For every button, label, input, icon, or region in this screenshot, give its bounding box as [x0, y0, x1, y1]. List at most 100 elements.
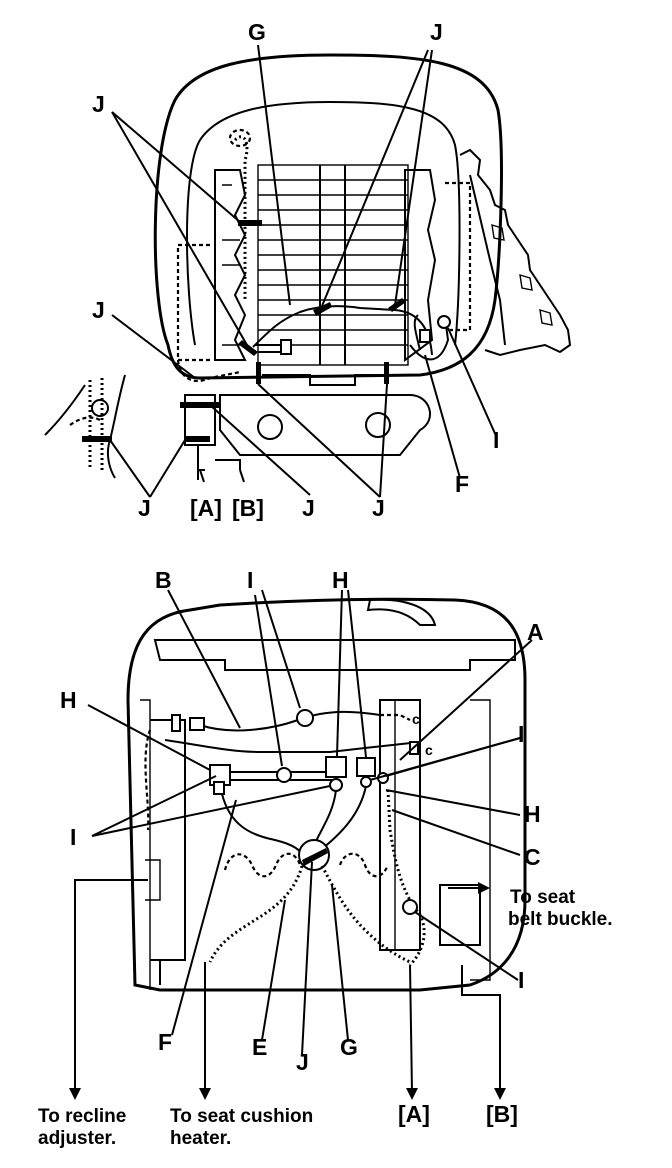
small-c-label: c — [412, 711, 420, 727]
seat-cushion-view: c c — [38, 567, 613, 1149]
lower-dashed-harness — [176, 359, 241, 383]
clips-J-top — [238, 220, 406, 384]
holder-H-right — [356, 757, 376, 777]
left-seat-rail — [150, 719, 186, 985]
right-rail-detail — [394, 699, 491, 981]
label-B: B — [155, 567, 172, 593]
harness-G — [252, 305, 433, 356]
connector-B-clip — [189, 717, 205, 731]
inset-detail-outline — [44, 374, 126, 479]
seat-back-bottom-bracket — [219, 394, 431, 456]
connector-right — [419, 329, 431, 343]
label-F: F — [158, 1029, 172, 1055]
arrow-recline — [69, 1088, 81, 1100]
left-dashed-path — [176, 243, 210, 362]
connector-B-label: [B] — [232, 495, 264, 521]
retainer-I — [296, 709, 314, 727]
harness-B — [199, 710, 381, 732]
label-J: J — [92, 297, 105, 323]
label-G: G — [248, 19, 266, 45]
connector-small — [280, 339, 292, 355]
label-A: A — [527, 619, 544, 645]
connector-A-label: [A] — [190, 495, 222, 521]
inset-clip-J — [82, 436, 112, 442]
label-C: C — [524, 844, 541, 870]
note-seat-belt-2: belt buckle. — [508, 909, 613, 930]
label-J: J — [296, 1049, 309, 1075]
cushion-front-panel — [153, 639, 516, 671]
inset-retainer — [91, 399, 109, 417]
wire-to-B — [215, 459, 241, 470]
left-dashed-line — [144, 729, 152, 831]
bracket-top-rail — [262, 374, 405, 386]
top-leader-lines — [109, 44, 498, 498]
left-frame-springs — [222, 184, 240, 346]
label-J: J — [138, 495, 151, 521]
side-airbag-housing — [459, 148, 572, 357]
label-E: E — [252, 1034, 267, 1060]
label-H: H — [60, 687, 77, 713]
wire-to-A — [197, 445, 205, 480]
connector-B-end — [171, 714, 181, 732]
arrow-cushion — [199, 1088, 211, 1100]
airbag-tabs — [491, 224, 553, 326]
top-harness-end — [228, 128, 252, 148]
label-H: H — [524, 801, 541, 827]
seat-back-view: G J J J J J J I F [A] [B] — [44, 19, 572, 521]
harness-E — [208, 865, 304, 963]
label-I: I — [493, 427, 499, 453]
clip-J-lower — [180, 402, 220, 408]
holder-H-mid — [325, 756, 347, 778]
bracket-hole-left — [257, 414, 283, 440]
small-c-label-2: c — [425, 742, 433, 758]
connector-A-label: [A] — [398, 1101, 430, 1127]
label-J: J — [92, 91, 105, 117]
label-J: J — [372, 495, 385, 521]
label-H: H — [332, 567, 349, 593]
connector-small-left — [213, 781, 225, 795]
cushion-heater-outline — [223, 852, 390, 878]
clip-J — [384, 362, 389, 384]
bottom-leader-lines — [74, 589, 533, 1093]
label-J: J — [302, 495, 315, 521]
left-rail-detail — [140, 699, 161, 990]
spring-grid — [257, 164, 409, 366]
label-J: J — [430, 19, 443, 45]
arrow-seat-belt — [478, 882, 490, 894]
clip-J — [313, 302, 332, 316]
seat-cushion-outline — [126, 597, 527, 992]
airbag-inner-edge — [469, 174, 506, 346]
clip-J-bar — [302, 848, 328, 866]
clip-J-lower — [185, 436, 210, 442]
inset-harness — [88, 378, 104, 470]
note-recline-2: adjuster. — [38, 1128, 116, 1149]
left-side-frame — [214, 169, 247, 361]
clip-J — [238, 220, 262, 226]
top-dotted-harness — [233, 135, 249, 300]
label-I: I — [70, 824, 76, 850]
label-I: I — [247, 567, 253, 593]
note-cushion-2: heater. — [170, 1128, 231, 1149]
retainer-I-right-b — [360, 776, 372, 788]
right-seat-rail — [379, 699, 421, 951]
wire-to-J — [317, 785, 367, 853]
retainer-I-mid — [276, 767, 292, 783]
retainer-I-left-b — [329, 778, 343, 792]
lower-left-connector-block — [184, 394, 216, 446]
label-I: I — [518, 721, 524, 747]
connector-arrows — [199, 469, 245, 483]
label-I: I — [518, 967, 524, 993]
retainer-I-top — [437, 315, 451, 329]
arrow-A — [406, 1088, 418, 1100]
clip-J — [388, 298, 406, 312]
note-seat-belt-1: To seat — [510, 887, 576, 908]
main-cross-harness — [164, 739, 421, 753]
connector-B-label: [B] — [486, 1101, 518, 1127]
cushion-corner-lip — [366, 598, 437, 626]
harness-C-dotted — [386, 789, 426, 967]
clip-J — [238, 340, 258, 356]
wire-F — [409, 314, 450, 361]
note-recline-1: To recline — [38, 1106, 126, 1127]
note-cushion-1: To seat cushion — [170, 1106, 313, 1127]
